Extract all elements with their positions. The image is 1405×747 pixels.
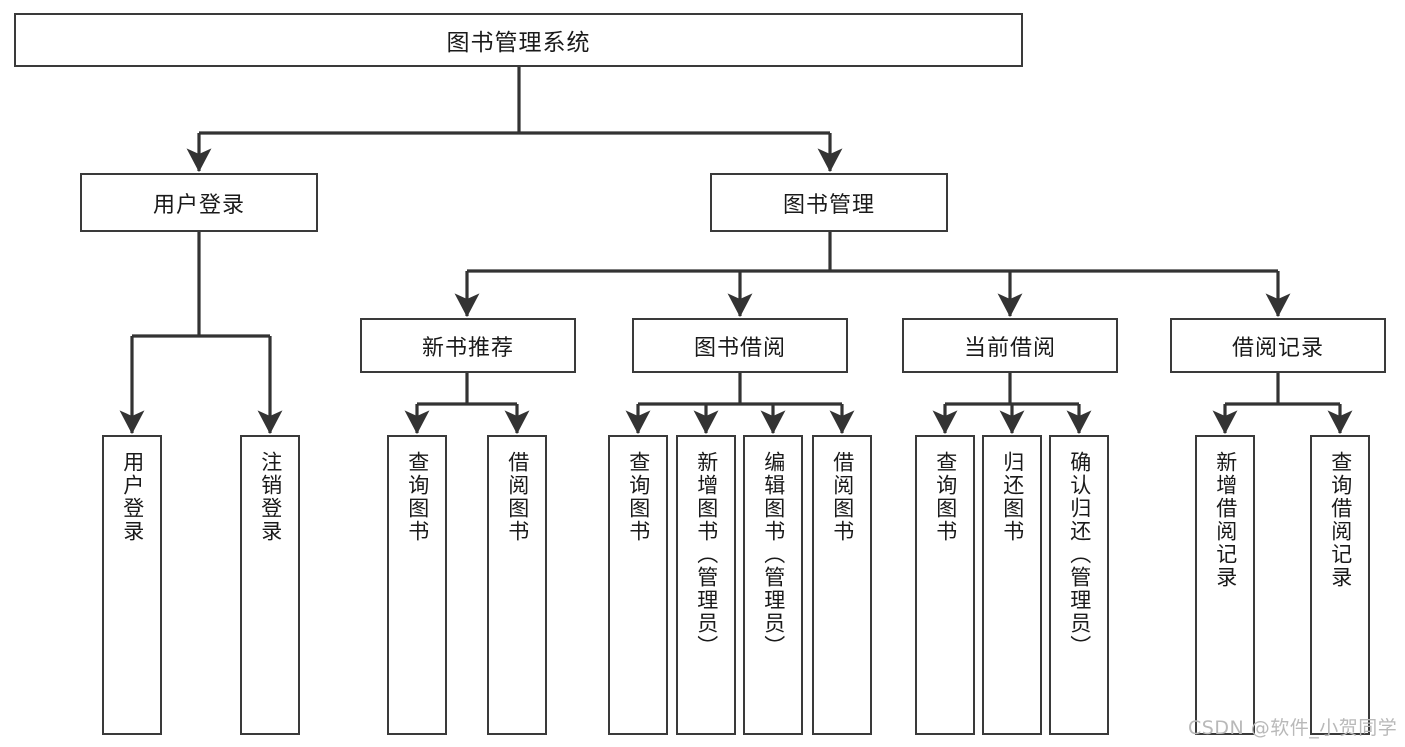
leaf-borrow-book[interactable]: 借阅图书 <box>812 435 872 735</box>
leaf-query-book-recommend[interactable]: 查询图书 <box>387 435 447 735</box>
node-label: 新增借阅记录 <box>1213 451 1238 589</box>
node-label: 当前借阅 <box>963 335 1056 361</box>
node-root-system[interactable]: 图书管理系统 <box>14 13 1023 67</box>
node-label: 用户登录 <box>120 451 145 543</box>
leaf-user-logout[interactable]: 注销登录 <box>240 435 300 735</box>
leaf-user-login[interactable]: 用户登录 <box>102 435 162 735</box>
node-label: 用户登录 <box>152 192 245 218</box>
node-current-borrow[interactable]: 当前借阅 <box>902 318 1118 373</box>
node-label: 确认归还（管理员） <box>1067 451 1092 658</box>
node-user-login[interactable]: 用户登录 <box>80 173 318 232</box>
leaf-query-book-current[interactable]: 查询图书 <box>915 435 975 735</box>
node-label: 图书借阅 <box>693 335 786 361</box>
node-label: 编辑图书（管理员） <box>761 451 786 658</box>
node-label: 借阅图书 <box>830 451 855 543</box>
leaf-borrow-book-recommend[interactable]: 借阅图书 <box>487 435 547 735</box>
node-label: 新书推荐 <box>421 335 514 361</box>
node-label: 借阅图书 <box>505 451 530 543</box>
node-new-book-recommend[interactable]: 新书推荐 <box>360 318 576 373</box>
node-label: 注销登录 <box>258 451 283 543</box>
node-book-manage[interactable]: 图书管理 <box>710 173 948 232</box>
node-label: 查询图书 <box>626 451 651 543</box>
leaf-query-borrow-record[interactable]: 查询借阅记录 <box>1310 435 1370 735</box>
node-label: 新增图书（管理员） <box>694 451 719 658</box>
node-label: 归还图书 <box>1000 451 1025 543</box>
node-borrow-record[interactable]: 借阅记录 <box>1170 318 1386 373</box>
leaf-add-book-admin[interactable]: 新增图书（管理员） <box>676 435 736 735</box>
node-label: 图书管理 <box>782 192 875 218</box>
node-label: 查询图书 <box>405 451 430 543</box>
node-label: 查询图书 <box>933 451 958 543</box>
leaf-query-book-borrow[interactable]: 查询图书 <box>608 435 668 735</box>
node-book-borrow[interactable]: 图书借阅 <box>632 318 848 373</box>
csdn-watermark: CSDN @软件_小贺同学 <box>1188 717 1398 739</box>
leaf-edit-book-admin[interactable]: 编辑图书（管理员） <box>743 435 803 735</box>
node-label: 图书管理系统 <box>446 30 591 56</box>
leaf-return-book[interactable]: 归还图书 <box>982 435 1042 735</box>
leaf-add-borrow-record[interactable]: 新增借阅记录 <box>1195 435 1255 735</box>
node-label: 查询借阅记录 <box>1328 451 1353 589</box>
node-label: 借阅记录 <box>1231 335 1324 361</box>
leaf-confirm-return-admin[interactable]: 确认归还（管理员） <box>1049 435 1109 735</box>
